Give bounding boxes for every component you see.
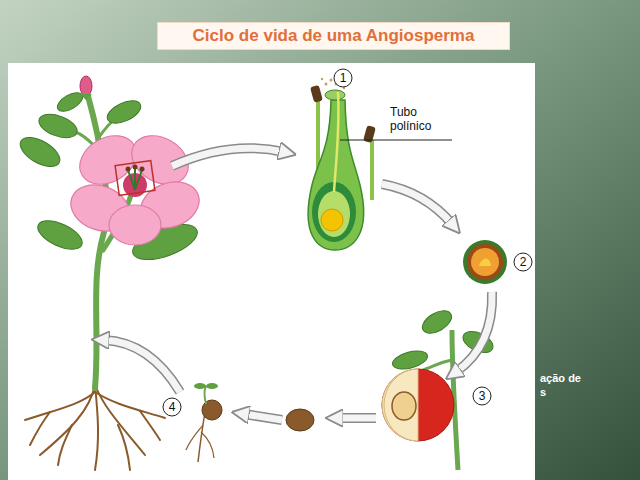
fruit bbox=[382, 306, 496, 470]
flower-bud bbox=[80, 76, 92, 100]
seed bbox=[463, 240, 507, 284]
cycle-arrows bbox=[104, 148, 492, 420]
callout-circle: 4 bbox=[162, 397, 182, 417]
title: Ciclo de vida de uma Angiosperma bbox=[193, 26, 475, 46]
callout-number: 3 bbox=[472, 386, 492, 406]
callout-number: 1 bbox=[333, 68, 353, 88]
callout-circle: 2 bbox=[513, 252, 533, 272]
part-label: Tubo polínico bbox=[390, 106, 452, 134]
pistil bbox=[308, 78, 376, 250]
seed bbox=[286, 409, 314, 431]
title-box: Ciclo de vida de uma Angiosperma bbox=[157, 22, 510, 50]
note: s bbox=[540, 386, 630, 399]
seedling bbox=[186, 383, 222, 462]
leader-line bbox=[340, 140, 452, 141]
note: ação de bbox=[540, 372, 630, 385]
leaves bbox=[15, 89, 201, 267]
flower bbox=[64, 126, 205, 245]
callout-number: 2 bbox=[513, 252, 533, 272]
panel bbox=[8, 63, 535, 480]
callout-number: 4 bbox=[162, 397, 182, 417]
roots bbox=[25, 385, 165, 470]
callout-circle: 1 bbox=[333, 68, 353, 88]
callout-circle: 3 bbox=[472, 386, 492, 406]
